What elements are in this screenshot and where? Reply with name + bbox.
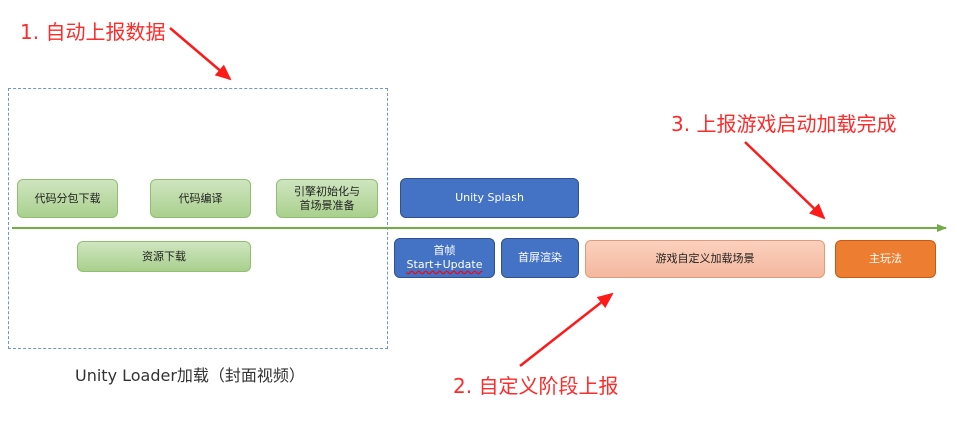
stage-label: 主玩法	[869, 252, 902, 265]
stage-label: Start+Update	[406, 258, 483, 271]
stage-engine-init: 引擎初始化与 首场景准备	[276, 179, 378, 218]
stage-label: 代码分包下载	[34, 191, 101, 205]
loader-caption: Unity Loader加载（封面视频）	[75, 366, 305, 385]
unity-loader-region	[8, 88, 388, 349]
stage-resource-download: 资源下载	[77, 241, 251, 272]
stage-label: 代码编译	[178, 191, 223, 205]
annotation-custom-stage-report: 2. 自定义阶段上报	[453, 374, 619, 398]
stage-label: 首屏渲染	[518, 251, 562, 264]
red-arrow-auto-report	[169, 27, 232, 81]
stage-code-download: 代码分包下载	[17, 179, 118, 218]
stage-label: 首帧	[433, 244, 456, 257]
stage-label: Unity Splash	[455, 191, 524, 204]
stage-unity-splash: Unity Splash	[400, 178, 579, 218]
stage-custom-scene-load: 游戏自定义加载场景	[585, 240, 825, 278]
red-arrow-custom-stage	[519, 292, 614, 367]
annotation-auto-report: 1. 自动上报数据	[20, 20, 166, 44]
stage-label: 引擎初始化与	[294, 184, 360, 198]
red-arrow-report-complete	[744, 141, 826, 220]
stage-code-compile: 代码编译	[150, 179, 251, 218]
stage-label: 首场景准备	[299, 198, 355, 212]
annotation-report-complete: 3. 上报游戏启动加载完成	[671, 112, 897, 136]
stage-main-gameplay: 主玩法	[835, 240, 936, 278]
stage-label: 资源下载	[142, 249, 186, 263]
stage-first-frame: 首帧 Start+Update	[394, 238, 495, 278]
stage-label: 游戏自定义加载场景	[655, 252, 755, 265]
stage-first-screen-render: 首屏渲染	[501, 238, 579, 278]
